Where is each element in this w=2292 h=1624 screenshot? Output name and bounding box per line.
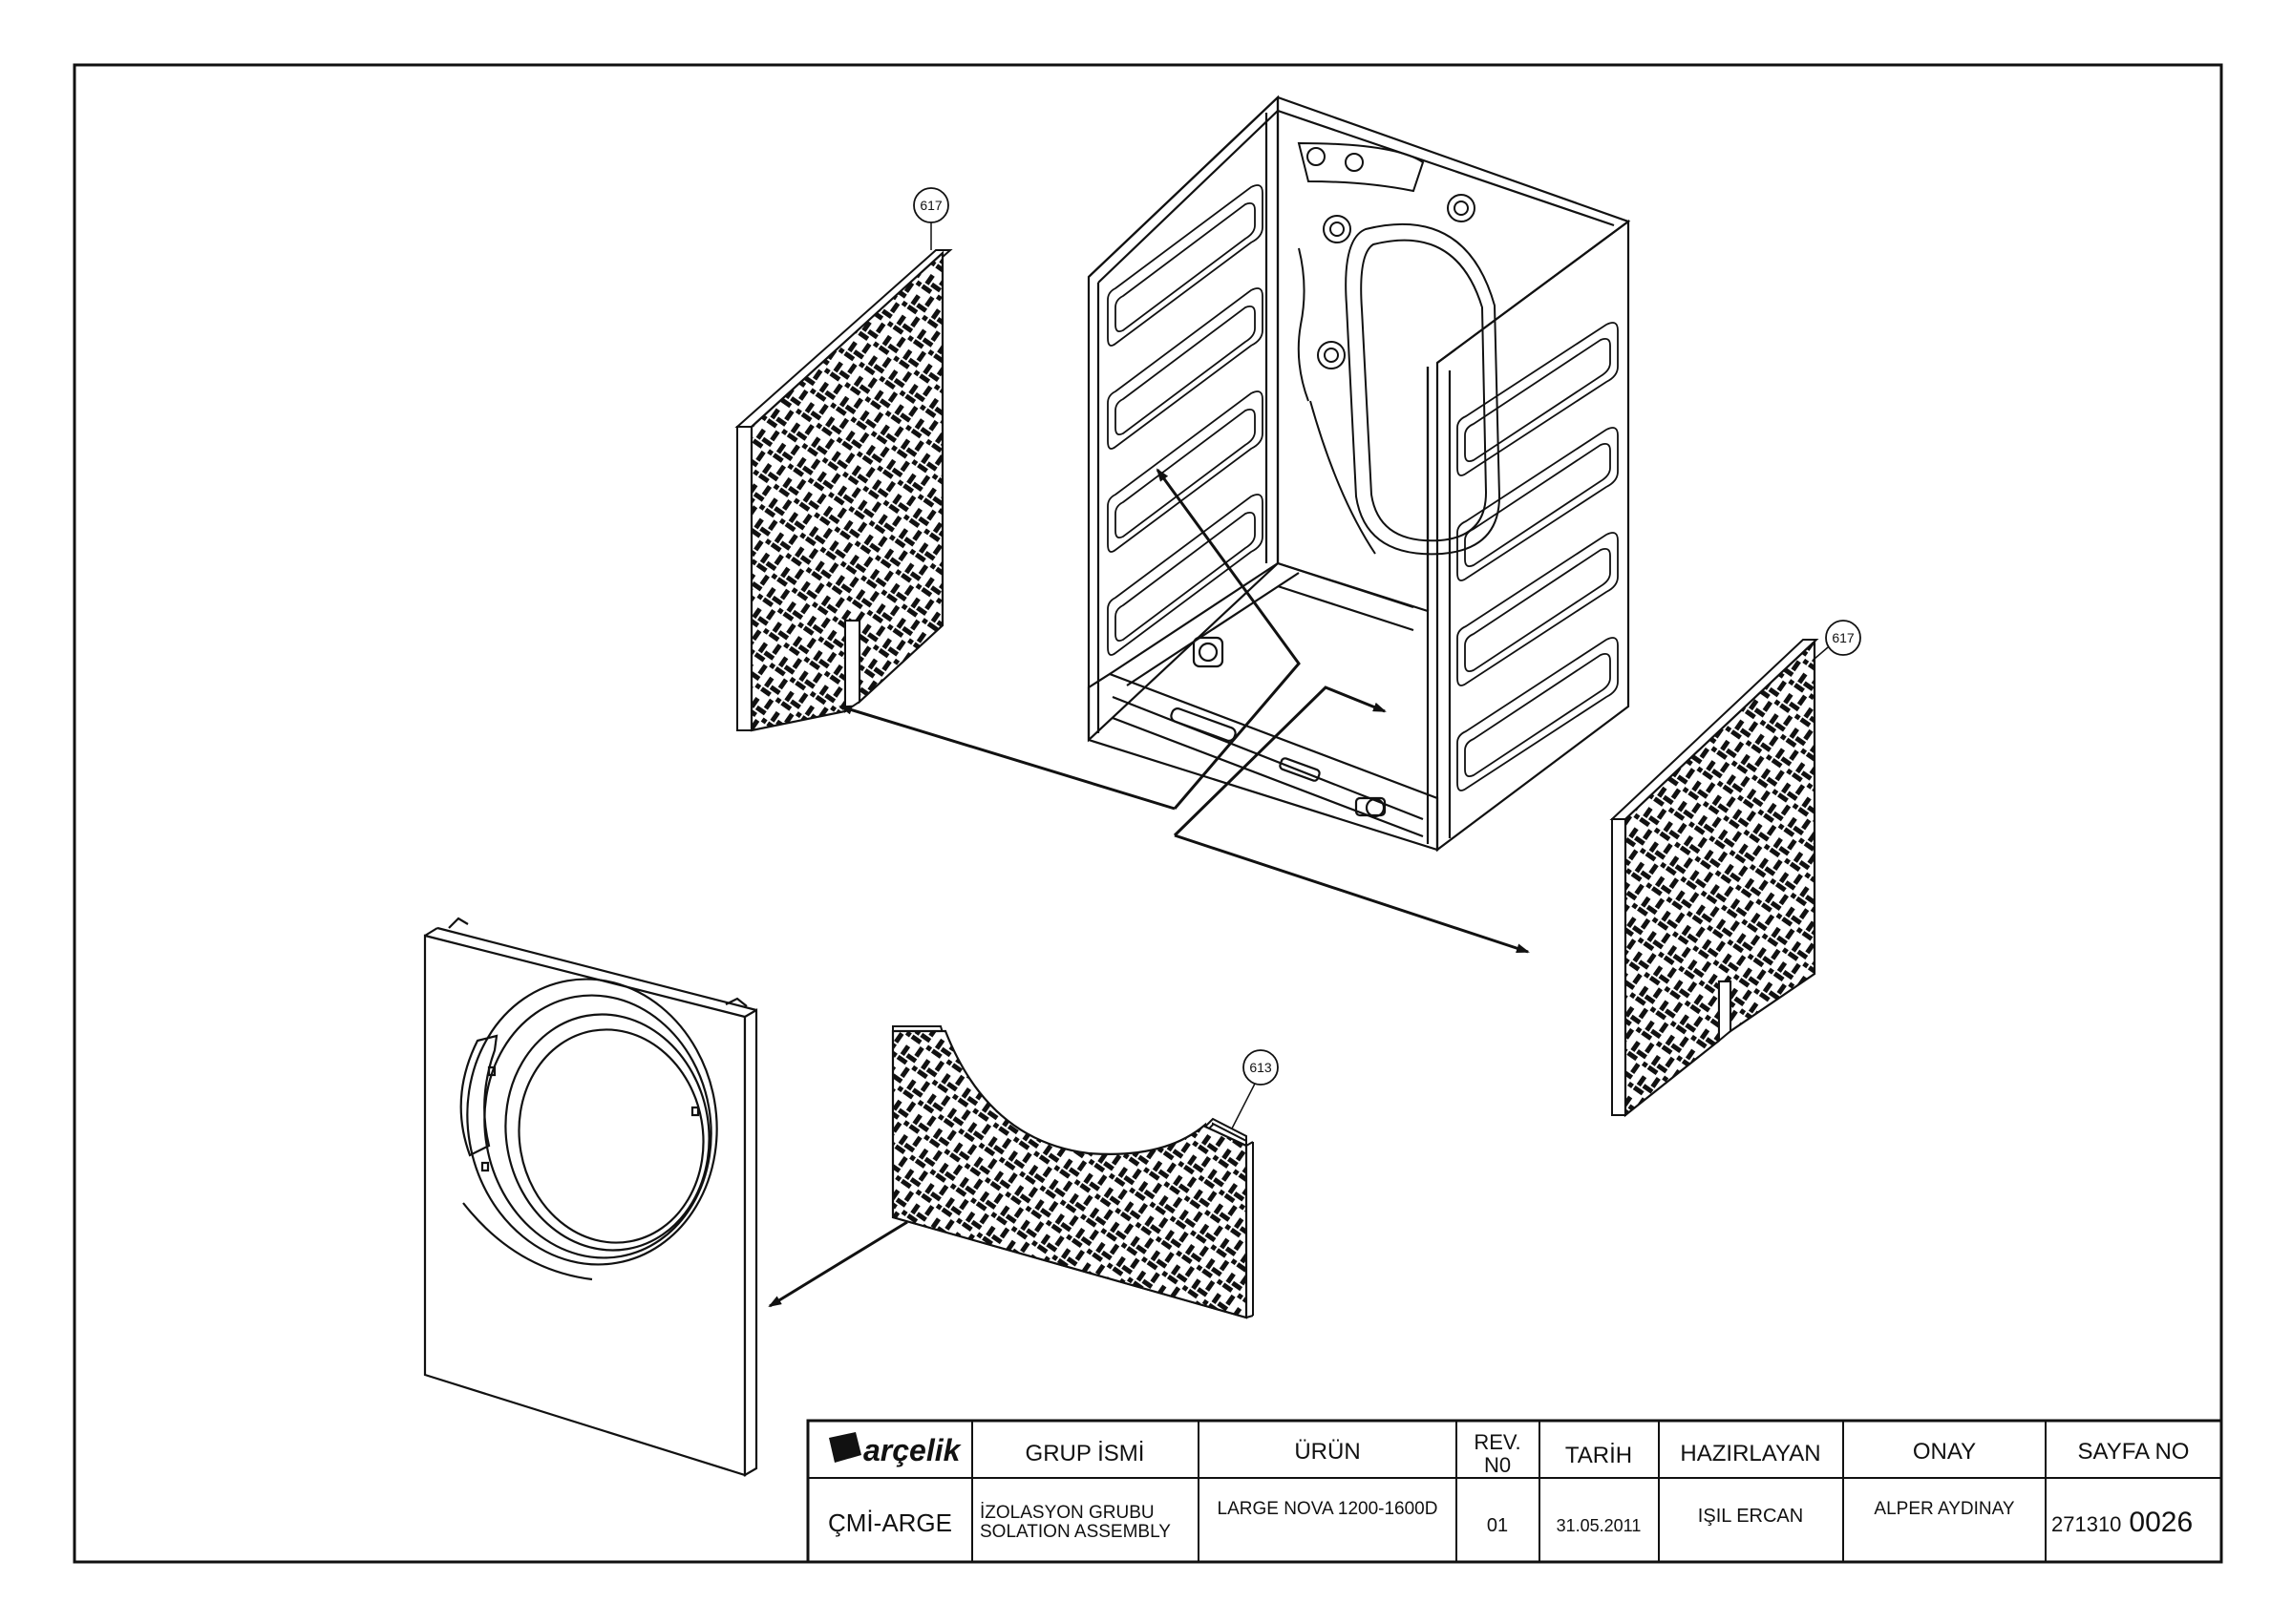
value-page-number: 0026 <box>2129 1507 2193 1538</box>
callout-label-left: 617 <box>920 198 943 213</box>
header-approved: ONAY <box>1913 1439 1976 1465</box>
header-product: ÜRÜN <box>1294 1439 1360 1465</box>
header-prepared: HAZIRLAYAN <box>1680 1441 1820 1466</box>
header-group: GRUP İSMİ <box>1026 1441 1145 1466</box>
callout-617-left: 617 <box>913 187 949 250</box>
header-rev: REV. <box>1474 1430 1520 1454</box>
value-page-prefix: 271310 <box>2051 1512 2121 1536</box>
callout-label-front: 613 <box>1249 1060 1272 1075</box>
value-rev: 01 <box>1487 1515 1508 1536</box>
callout-label-right: 617 <box>1832 630 1855 645</box>
arcelik-logo-icon <box>829 1432 861 1463</box>
insulation-panel-left <box>734 249 953 732</box>
value-product: LARGE NOVA 1200-1600D <box>1218 1499 1438 1519</box>
value-group-en: SOLATION ASSEMBLY <box>980 1522 1171 1542</box>
front-panel <box>423 917 758 1477</box>
callout-613-front: 613 <box>1231 1049 1279 1129</box>
explosion-arrows <box>768 468 1530 1308</box>
header-rev-no: N0 <box>1484 1453 1511 1477</box>
value-dept: ÇMİ-ARGE <box>828 1508 952 1537</box>
drawing-frame <box>73 63 2223 1564</box>
title-block: arçelik GRUP İSMİ ÜRÜN REV. N0 TARİH HAZ… <box>806 1419 2223 1564</box>
value-date: 31.05.2011 <box>1557 1516 1642 1535</box>
insulation-panel-front <box>891 1025 1254 1319</box>
insulation-panel-right <box>1609 639 1819 1118</box>
value-group-tr: İZOLASYON GRUBU <box>980 1503 1155 1523</box>
value-approved: ALPER AYDINAY <box>1874 1499 2014 1519</box>
logo-wordmark: arçelik <box>863 1433 963 1467</box>
value-prepared: IŞIL ERCAN <box>1698 1506 1803 1527</box>
header-page: SAYFA NO <box>2078 1439 2190 1465</box>
header-date: TARİH <box>1565 1443 1632 1468</box>
arcelik-logo: arçelik <box>829 1432 963 1467</box>
cabinet-body <box>1087 95 1631 853</box>
value-page: 271310 0026 <box>2051 1507 2193 1538</box>
callout-617-right: 617 <box>1814 620 1861 660</box>
